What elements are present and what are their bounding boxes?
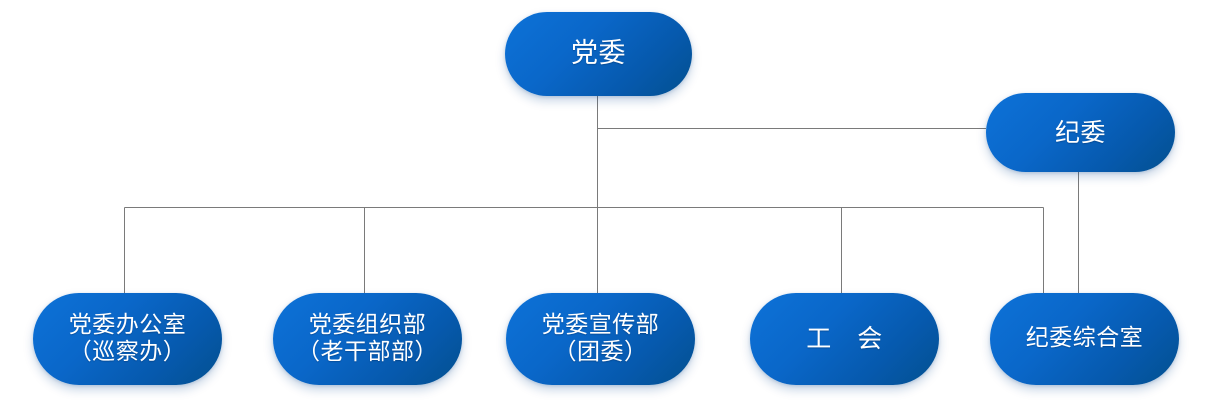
node-organization-dept[interactable]: 党委组织部 （老干部部） bbox=[273, 293, 462, 385]
node-organization-dept-label: 党委组织部 （老干部部） bbox=[297, 311, 438, 365]
node-discipline-committee[interactable]: 纪委 bbox=[986, 93, 1175, 172]
node-labor-union[interactable]: 工 会 bbox=[750, 293, 939, 385]
node-labor-union-label: 工 会 bbox=[806, 324, 883, 354]
node-discipline-office[interactable]: 纪委综合室 bbox=[990, 293, 1179, 385]
node-propaganda-dept-label: 党委宣传部 （团委） bbox=[541, 311, 660, 365]
node-party-committee[interactable]: 党委 bbox=[505, 12, 692, 96]
node-party-committee-label: 党委 bbox=[571, 38, 626, 70]
node-propaganda-dept[interactable]: 党委宣传部 （团委） bbox=[506, 293, 695, 385]
node-party-office[interactable]: 党委办公室 （巡察办） bbox=[33, 293, 222, 385]
node-party-office-label: 党委办公室 （巡察办） bbox=[68, 311, 187, 365]
node-discipline-office-label: 纪委综合室 bbox=[1025, 325, 1144, 352]
node-discipline-committee-label: 纪委 bbox=[1054, 117, 1106, 147]
